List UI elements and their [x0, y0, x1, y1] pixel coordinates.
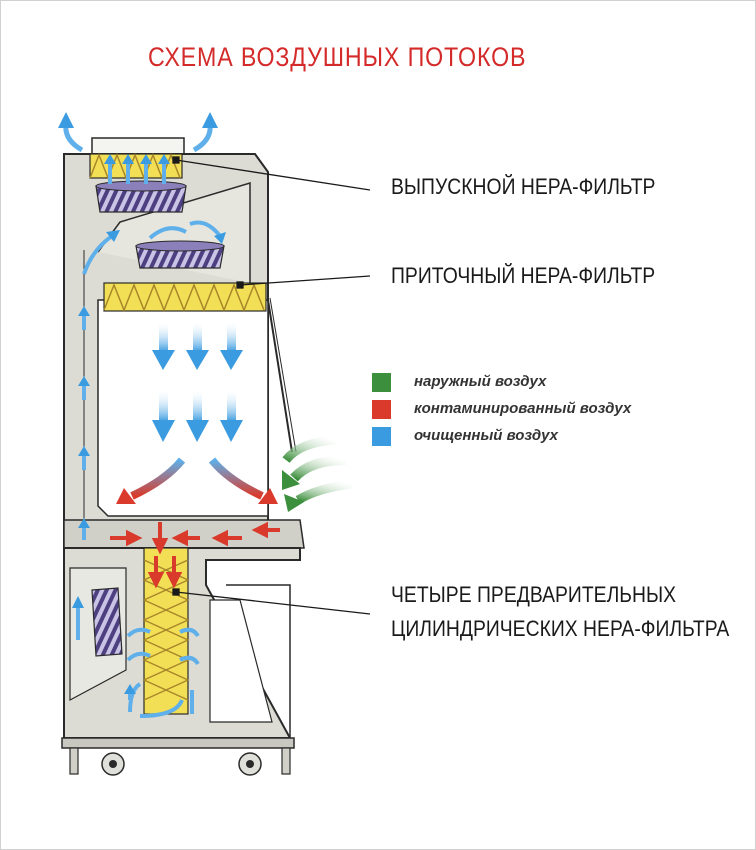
- legend-label: наружный воздух: [414, 373, 547, 390]
- label-prefilters-line2: ЦИЛИНДРИЧЕСКИХ HEPA-ФИЛЬТРА: [391, 616, 730, 641]
- contaminated-air-flow: [110, 457, 280, 589]
- legend-swatch: [372, 400, 391, 419]
- legend-swatch: [372, 427, 391, 446]
- label-supply-filter: ПРИТОЧНЫЙ HEPA-ФИЛЬТР: [391, 263, 656, 288]
- outside-air-flow: [282, 435, 353, 512]
- legend-swatch: [372, 373, 391, 392]
- label-exhaust-filter: ВЫПУСКНОЙ HEPA-ФИЛЬТР: [391, 174, 656, 199]
- legend-label: контаминированный воздух: [414, 400, 632, 417]
- fan-upper-icon: [95, 180, 187, 213]
- diagram-title: СХЕМА ВОЗДУШНЫХ ПОТОКОВ: [148, 42, 527, 72]
- clean-air-flow: [58, 112, 243, 718]
- legend-label: очищенный воздух: [414, 427, 559, 444]
- leader-lines: [172, 156, 371, 615]
- fan-middle-icon: [135, 240, 225, 269]
- label-prefilters-line1: ЧЕТЫРЕ ПРЕДВАРИТЕЛЬНЫХ: [391, 582, 677, 607]
- fan-lower-icon: [91, 587, 123, 657]
- cabinet-body: [63, 137, 305, 549]
- exhaust-hepa-filter: [89, 152, 183, 181]
